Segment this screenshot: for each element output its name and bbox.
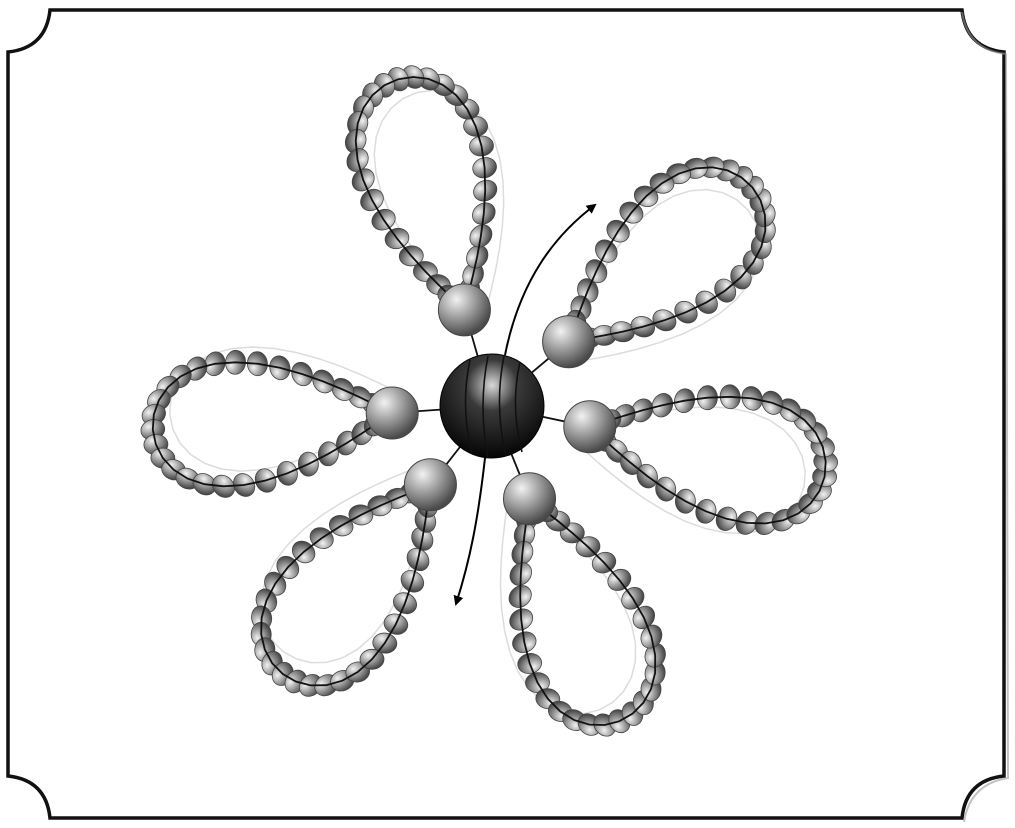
petal-base-bead [564,401,616,453]
petal-base-bead [366,387,418,439]
petal-base-bead [543,316,595,368]
petal-base-bead [404,459,456,511]
petal-base-bead [504,473,556,525]
center-bead [440,354,544,458]
petal-base-bead [438,284,490,336]
